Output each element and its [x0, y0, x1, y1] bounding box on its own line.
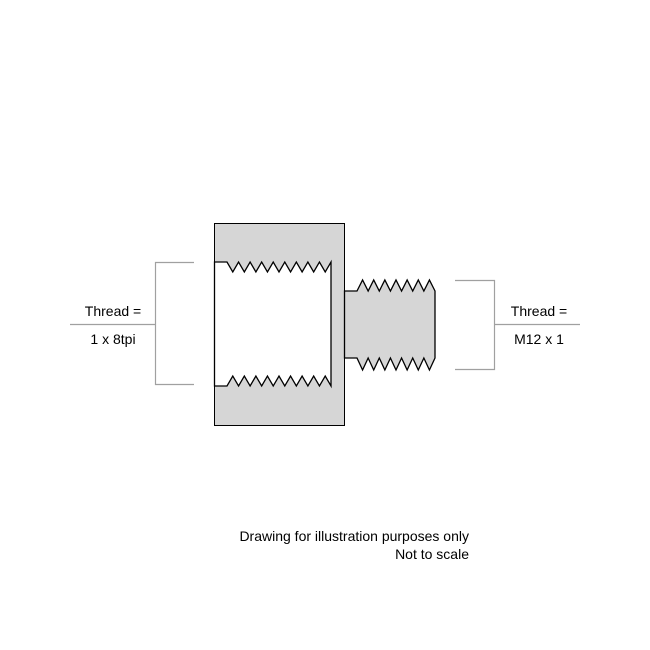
footer-disclaimer: Drawing for illustration purposes only — [239, 528, 469, 544]
left-dimension-bracket — [70, 261, 194, 386]
right-thread-value: M12 x 1 — [514, 331, 564, 347]
female-threaded-bore — [213, 259, 332, 389]
left-thread-label: Thread = — [85, 303, 141, 319]
footer-scale-note: Not to scale — [395, 546, 469, 562]
male-threaded-spigot — [343, 278, 436, 372]
right-dimension-bracket — [455, 279, 580, 371]
left-thread-value: 1 x 8tpi — [90, 331, 135, 347]
right-thread-label: Thread = — [511, 303, 567, 319]
